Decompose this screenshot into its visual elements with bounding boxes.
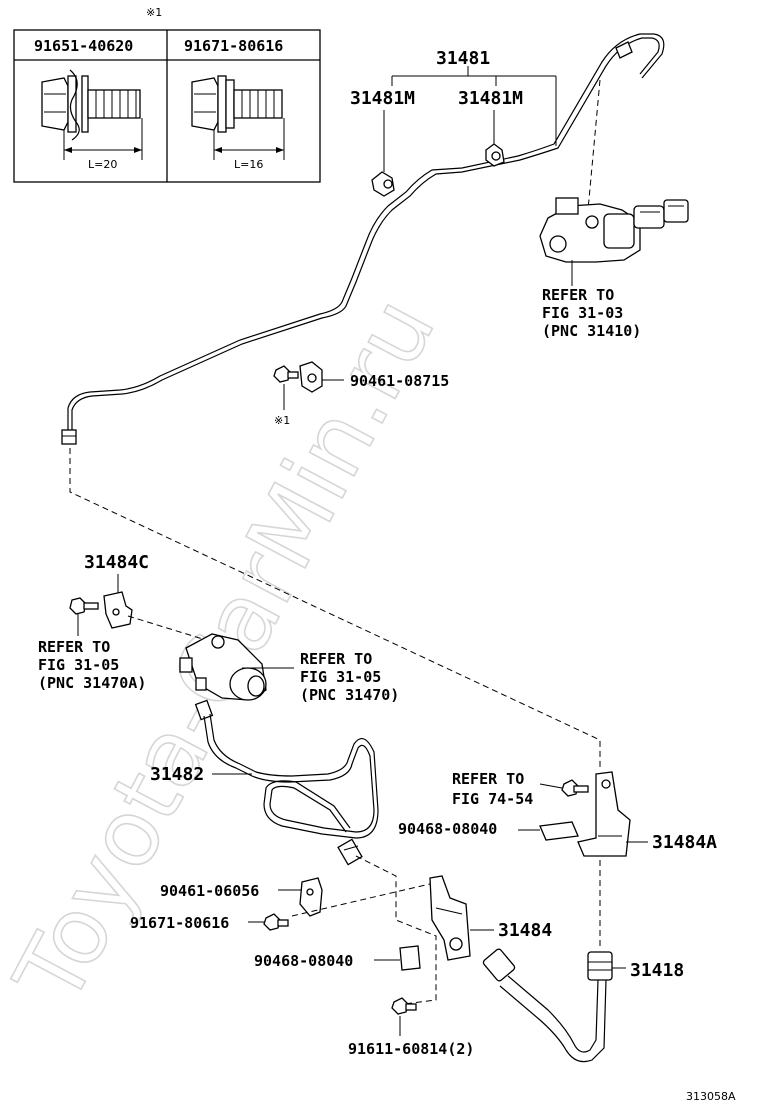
label-91611-60814: 91611-60814(2) bbox=[348, 1040, 474, 1058]
clutch-pipe-31482 bbox=[194, 699, 379, 866]
ref-release-left-line1: REFER TO bbox=[38, 638, 110, 656]
label-31484: 31484 bbox=[498, 920, 552, 941]
label-31482: 31482 bbox=[150, 764, 204, 785]
label-91671-80616: 91671-80616 bbox=[130, 914, 229, 932]
label-31481m-right: 31481M bbox=[458, 88, 523, 109]
bolt-icon bbox=[263, 913, 289, 931]
master-cylinder: REFER TO FIG 31-03 (PNC 31410) bbox=[539, 79, 689, 340]
bolt-icon bbox=[561, 779, 589, 797]
label-31481: 31481 bbox=[436, 48, 490, 69]
bracket-31484c bbox=[69, 591, 133, 636]
label-90468-08040-upper: 90468-08040 bbox=[398, 820, 497, 838]
release-guide-line bbox=[127, 615, 207, 641]
callout-31481: 31481 31481M 31481M bbox=[350, 48, 557, 172]
ref-master-cyl-line2: FIG 31-03 bbox=[542, 304, 623, 322]
bolt-91611-60814 bbox=[391, 997, 417, 1036]
bolt-icon bbox=[273, 365, 299, 383]
ref-fig74-line2: FIG 74-54 bbox=[452, 790, 533, 808]
label-90468-08040-lower: 90468-08040 bbox=[254, 952, 353, 970]
clip-90461-06056 bbox=[278, 877, 323, 917]
bolt-guide-line bbox=[291, 883, 431, 917]
pipe-clamp-31481m-left bbox=[371, 171, 395, 197]
ref-fig74-line1: REFER TO bbox=[452, 770, 524, 788]
ref-master-cyl-line3: (PNC 31410) bbox=[542, 322, 641, 340]
inset-header-1: 91651-40620 bbox=[34, 37, 133, 55]
flange-bolt-icon: L=20 bbox=[41, 69, 143, 171]
label-90461-06056: 90461-06056 bbox=[160, 882, 259, 900]
clip-90468-08040-upper bbox=[518, 821, 579, 841]
inset-length-1: L=20 bbox=[88, 158, 117, 171]
bolt-icon bbox=[391, 997, 417, 1015]
ref-release-left-line3: (PNC 31470A) bbox=[38, 674, 146, 692]
ref-master-cyl-line1: REFER TO bbox=[542, 286, 614, 304]
bolt-inset-table: ※1 91651-40620 91671-80616 L=20 bbox=[13, 6, 321, 183]
inset-length-2: L=16 bbox=[234, 158, 263, 171]
label-31418: 31418 bbox=[630, 960, 684, 981]
assembly-guide-line bbox=[69, 448, 601, 770]
ref-release-left-line2: FIG 31-05 bbox=[38, 656, 119, 674]
clip-90461-08715: 90461-08715 ※1 bbox=[273, 361, 449, 427]
inset-header-2: 91671-80616 bbox=[184, 37, 283, 55]
release-cylinder bbox=[179, 633, 294, 701]
inset-footnote-mark: ※1 bbox=[146, 6, 162, 19]
pipe-end-fitting bbox=[61, 429, 77, 445]
callout-31482: 31482 bbox=[150, 764, 252, 785]
callout-31484a: 31484A bbox=[626, 832, 717, 853]
bracket-31484 bbox=[429, 875, 494, 961]
label-31481m-left: 31481M bbox=[350, 88, 415, 109]
flexible-hose-31418 bbox=[482, 948, 626, 1063]
bolt-91671-80616 bbox=[248, 913, 289, 931]
label-mark-1: ※1 bbox=[274, 414, 290, 427]
bracket-guide-line bbox=[355, 855, 437, 1005]
bolt-icon bbox=[69, 597, 99, 615]
flange-bolt-icon: L=16 bbox=[191, 75, 285, 171]
clutch-pipe-31481 bbox=[61, 33, 665, 445]
figure-id: 313058A bbox=[686, 1090, 736, 1103]
label-31484a: 31484A bbox=[652, 832, 717, 853]
callout-31484c: 31484C bbox=[84, 552, 149, 598]
ref-release-right-line1: REFER TO bbox=[300, 650, 372, 668]
label-31484c: 31484C bbox=[84, 552, 149, 573]
ref-release-right-line2: FIG 31-05 bbox=[300, 668, 381, 686]
pipe-clamp-31481m-right bbox=[485, 143, 505, 167]
clip-90468-08040-lower bbox=[374, 945, 421, 971]
ref-release-right-line3: (PNC 31470) bbox=[300, 686, 399, 704]
bracket-31484a bbox=[539, 771, 631, 857]
label-90461-08715: 90461-08715 bbox=[350, 372, 449, 390]
